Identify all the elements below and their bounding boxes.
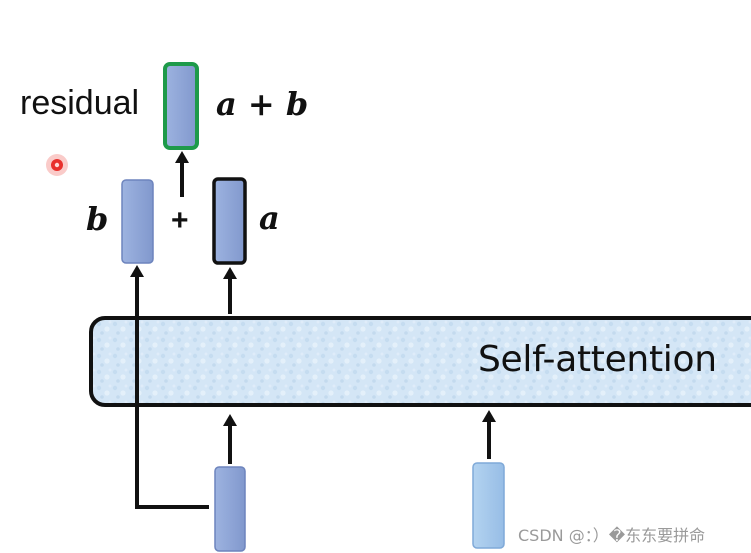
self-attention-label: Self-attention [478,339,717,380]
residual-skip-connection [130,265,209,509]
vector-b [121,179,154,264]
output-arrow-a [223,267,237,314]
input-arrow-1 [223,414,237,464]
pointer-dot [46,154,68,176]
input-vector-1 [214,466,246,552]
vector-b-label: b [86,200,109,238]
vector-a [212,177,247,265]
input-vector-2 [472,462,505,549]
vector-a-label: a [259,199,280,237]
self-attention-block [89,316,751,407]
csdn-watermark: CSDN @：）�东东要拼命 [518,526,706,545]
residual-output-vector [163,62,199,150]
residual-label: residual [20,84,140,122]
input-arrow-2 [482,410,496,459]
sum-label: a + b [216,85,309,123]
plus-operator: + [171,204,189,237]
sum-arrow [175,151,189,197]
